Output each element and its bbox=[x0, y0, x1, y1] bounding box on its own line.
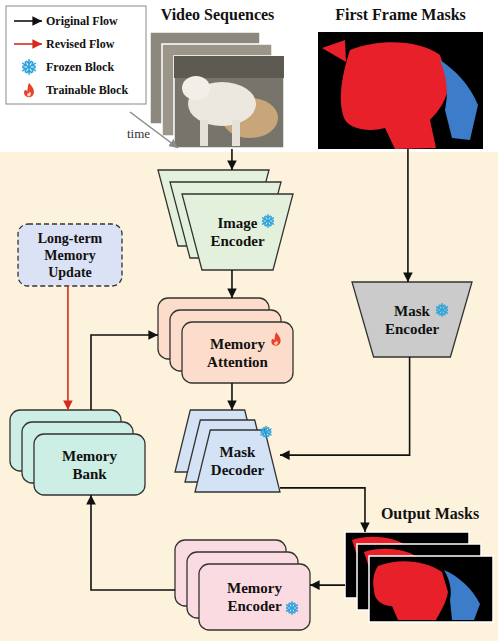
text-area: Long-term Memory Update bbox=[25, 224, 115, 286]
snowflake-icon bbox=[260, 426, 272, 438]
output-masks-illustration bbox=[345, 532, 493, 622]
update-box: Long-term Memory Update bbox=[18, 224, 122, 286]
encoder-block: Mask Encoder bbox=[352, 282, 472, 357]
encoder-block: Memory Encoder bbox=[175, 540, 310, 630]
image-heading: Video Sequences bbox=[135, 5, 300, 25]
flow-arrow bbox=[280, 357, 410, 455]
mask-region bbox=[440, 60, 478, 140]
block-layer bbox=[18, 224, 122, 286]
text-area: Memory Encoder bbox=[214, 564, 295, 630]
text-area: Mask Decoder bbox=[205, 430, 271, 492]
first-frame-mask-illustration bbox=[318, 32, 483, 149]
dog-head bbox=[182, 76, 210, 100]
block-layer bbox=[182, 194, 293, 270]
block-label: Memory Encoder bbox=[214, 579, 295, 615]
dog-shape bbox=[222, 98, 278, 138]
legend-box bbox=[6, 6, 146, 104]
legend-arrow-sample bbox=[14, 43, 42, 45]
mask-region bbox=[373, 561, 448, 620]
legend-arrow-sample bbox=[14, 20, 42, 22]
mask-frame bbox=[369, 556, 493, 622]
frame-shadow bbox=[174, 56, 284, 78]
mask-frame bbox=[357, 544, 481, 610]
block-layer bbox=[195, 430, 280, 492]
mask-region bbox=[364, 549, 426, 608]
mask-frame bbox=[318, 32, 483, 149]
mask-region bbox=[322, 40, 346, 62]
video-frames: Video Sequences bbox=[150, 32, 285, 149]
snowflake-icon bbox=[261, 215, 274, 228]
mask-frame bbox=[345, 532, 469, 598]
video-frame bbox=[150, 32, 260, 124]
output-mask-images: Output Masks bbox=[345, 532, 493, 622]
legend-text: Revised Flow bbox=[46, 36, 114, 52]
flow-arrow bbox=[231, 383, 233, 410]
mask-region bbox=[341, 42, 448, 149]
pipeline-background bbox=[0, 152, 498, 641]
block-layer bbox=[199, 564, 310, 630]
block-layer bbox=[182, 322, 293, 383]
dog-shape bbox=[188, 82, 256, 126]
flow-arrow bbox=[91, 335, 158, 410]
image-heading: Output Masks bbox=[365, 504, 495, 524]
fire-icon bbox=[24, 83, 34, 97]
legend-text: Frozen Block bbox=[46, 59, 114, 75]
flow-arrow bbox=[91, 495, 175, 590]
mask-region bbox=[444, 570, 480, 620]
flow-arrow bbox=[280, 488, 365, 532]
mask-region bbox=[352, 537, 414, 596]
block-label: Mask Encoder bbox=[377, 302, 447, 338]
dog-leg bbox=[232, 120, 240, 146]
block-outline bbox=[352, 282, 472, 357]
block-label: Long-term Memory Update bbox=[25, 230, 115, 281]
attention-block: Memory Attention bbox=[158, 298, 293, 383]
encoder-block: Image Encoder bbox=[158, 170, 293, 270]
text-area: Mask Encoder bbox=[377, 282, 447, 357]
block-label: Memory Bank bbox=[49, 447, 130, 483]
fire-icon bbox=[271, 332, 280, 346]
text-area: Image Encoder bbox=[197, 194, 278, 270]
image-heading: First Frame Masks bbox=[318, 5, 483, 25]
dog-leg bbox=[200, 120, 208, 146]
block-label: Mask Decoder bbox=[205, 443, 271, 479]
block-layer bbox=[352, 282, 472, 357]
block-label: Memory Attention bbox=[197, 335, 278, 371]
block-layer bbox=[34, 434, 145, 495]
legend-text: Trainable Block bbox=[46, 82, 128, 98]
flow-arrow bbox=[407, 149, 409, 282]
legend-text: Original Flow bbox=[46, 13, 118, 29]
axis-label: time bbox=[127, 126, 150, 142]
snowflake-icon bbox=[22, 60, 37, 74]
memory-bank-box: Memory Bank bbox=[10, 410, 145, 495]
flow-arrow bbox=[231, 270, 233, 298]
snowflake-icon bbox=[435, 304, 448, 317]
video-frame bbox=[174, 56, 284, 148]
flow-arrow bbox=[310, 584, 345, 586]
block-label: Image Encoder bbox=[197, 214, 278, 250]
snowflake-icon bbox=[285, 602, 298, 615]
video-frame bbox=[162, 44, 272, 136]
text-area: Memory Attention bbox=[197, 322, 278, 383]
flow-arrow bbox=[231, 149, 233, 170]
mask-image: First Frame Masks bbox=[318, 32, 483, 149]
video-frames-illustration bbox=[150, 32, 284, 148]
decoder-block: Mask Decoder bbox=[175, 410, 280, 492]
text-area: Memory Bank bbox=[49, 434, 130, 495]
flow-arrow bbox=[67, 286, 69, 410]
